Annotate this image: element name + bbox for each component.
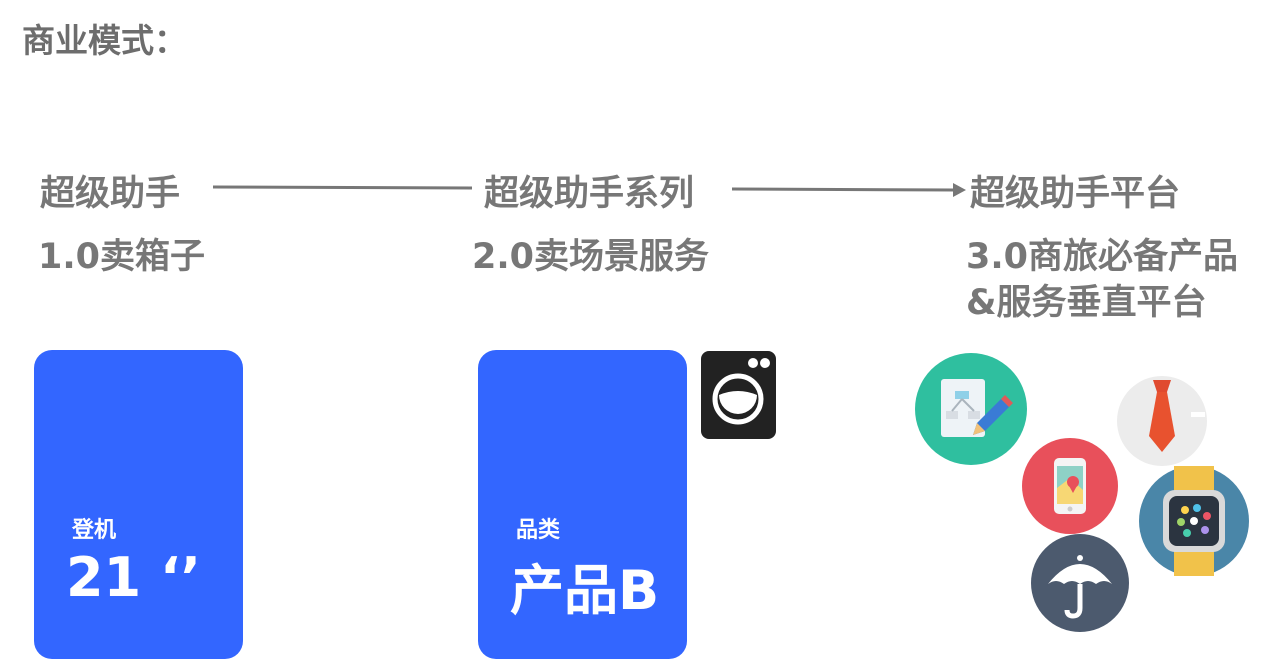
connector-line-2 xyxy=(731,187,956,192)
smartwatch-icon xyxy=(1139,466,1249,576)
stage-3-subtitle-line2: &服务垂直平台 xyxy=(966,283,1207,323)
connector-line-1 xyxy=(212,185,473,190)
washing-machine-icon xyxy=(701,351,776,439)
stage-1-name: 超级助手 xyxy=(40,174,181,214)
document-edit-icon xyxy=(915,353,1027,465)
product-card-2: 品类 产品B xyxy=(478,350,687,659)
product-card-1: 登机 21 ‘’ xyxy=(34,350,243,659)
arrow-head-icon xyxy=(953,183,966,197)
stage-3-name: 超级助手平台 xyxy=(970,174,1181,214)
stage-3-subtitle-line1: 3.0商旅必备产品 xyxy=(966,237,1239,277)
card-2-value: 产品B xyxy=(510,559,660,622)
map-phone-icon xyxy=(1022,438,1118,534)
stage-2-subtitle: 2.0卖场景服务 xyxy=(472,237,710,277)
stage-2-name: 超级助手系列 xyxy=(484,174,695,214)
stage-1-subtitle: 1.0卖箱子 xyxy=(38,237,206,277)
umbrella-icon xyxy=(1031,534,1129,632)
card-2-label: 品类 xyxy=(516,518,561,543)
page-title: 商业模式： xyxy=(22,21,187,60)
necktie-icon xyxy=(1117,376,1207,466)
card-1-label: 登机 xyxy=(72,518,117,543)
card-1-value: 21 ‘’ xyxy=(66,546,201,609)
